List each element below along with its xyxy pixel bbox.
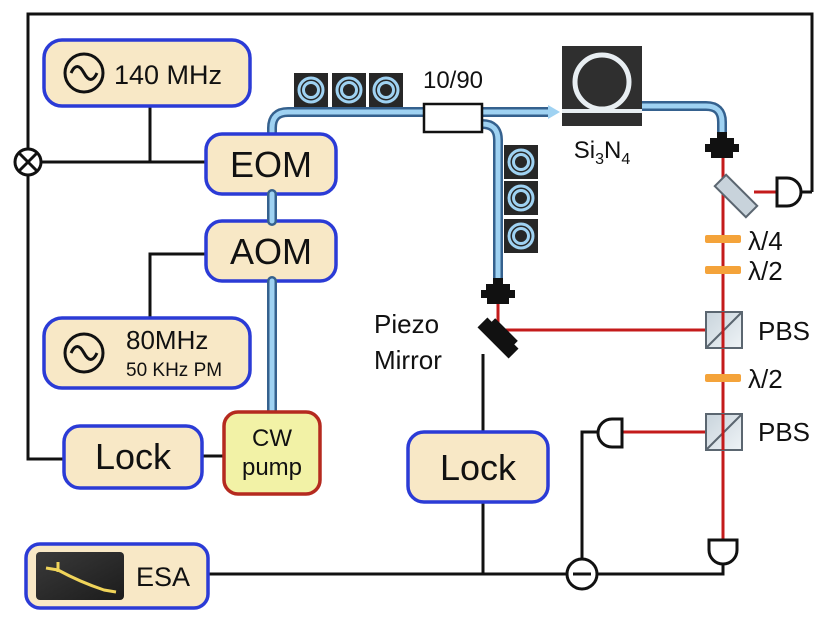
lock-center[interactable]: Lock [406, 430, 550, 504]
mixer-icon[interactable] [13, 147, 43, 177]
fiber-paths [267, 99, 727, 415]
sine-source-icon [63, 332, 105, 374]
half-wave-label-top: λ/2 [748, 256, 783, 286]
oscillator-80mhz-pm: 50 KHz PM [126, 360, 222, 381]
spectrum-analyzer[interactable]: ESA [24, 542, 210, 610]
lock-left-label: Lock [95, 436, 172, 477]
esa-label: ESA [136, 562, 190, 592]
fiber-coil-top-3[interactable] [367, 71, 405, 109]
cw-pump-line2: pump [242, 454, 302, 481]
piezo-mirror-line2: Mirror [374, 345, 442, 375]
cw-pump[interactable]: CW pump [222, 410, 322, 496]
lock-center-label: Lock [440, 447, 517, 488]
quarter-wave-label: λ/4 [748, 226, 783, 256]
quarter-wave-plate[interactable]: λ/4 [705, 226, 783, 256]
photodetector-balanced-left[interactable] [596, 417, 624, 449]
signal-wires [26, 12, 814, 576]
aom-modulator[interactable]: AOM [204, 219, 338, 283]
pbs-top-label: PBS [758, 316, 810, 346]
subtractor-icon[interactable] [565, 557, 599, 591]
spectrum-screen-icon [36, 552, 124, 600]
fiber-coupler[interactable]: 10/90 [422, 67, 484, 134]
oscillator-80mhz-freq: 80MHz [126, 325, 208, 355]
lock-left[interactable]: Lock [62, 424, 204, 490]
photodetector-bottom-right[interactable] [707, 538, 739, 566]
oscillator-140mhz-label: 140 MHz [114, 60, 222, 90]
sine-source-icon [63, 52, 105, 94]
fiber-coil-side-2[interactable] [502, 179, 540, 217]
eom-modulator[interactable]: EOM [204, 132, 338, 196]
photodetector-top-right[interactable] [775, 176, 803, 208]
fiber-coil-top-2[interactable] [330, 71, 368, 109]
half-wave-plate-bottom[interactable]: λ/2 [705, 364, 783, 394]
collimator-center[interactable] [481, 278, 515, 304]
oscillator-140mhz[interactable]: 140 MHz [42, 38, 252, 108]
fiber-coil-side-1[interactable] [502, 143, 540, 181]
piezo-mirror-line1: Piezo [374, 309, 439, 339]
microresonator-chip[interactable]: Si3N4 [562, 46, 642, 168]
aom-label: AOM [230, 231, 312, 272]
fiber-coil-side-3[interactable] [502, 217, 540, 255]
piezo-mirror[interactable]: Piezo Mirror [374, 309, 522, 375]
oscillator-80mhz[interactable]: 80MHz 50 KHz PM [42, 316, 252, 390]
half-wave-plate-top[interactable]: λ/2 [705, 256, 783, 286]
pbs-bottom-label: PBS [758, 417, 810, 447]
coupler-ratio-label: 10/90 [423, 67, 483, 94]
collimator-right[interactable] [705, 132, 739, 158]
cw-pump-line1: CW [252, 425, 292, 452]
pickoff-mirror[interactable] [713, 173, 759, 219]
resonator-material-label: Si3N4 [574, 137, 631, 168]
fiber-coil-top-1[interactable] [292, 71, 330, 109]
eom-label: EOM [230, 144, 312, 185]
half-wave-label-bottom: λ/2 [748, 364, 783, 394]
